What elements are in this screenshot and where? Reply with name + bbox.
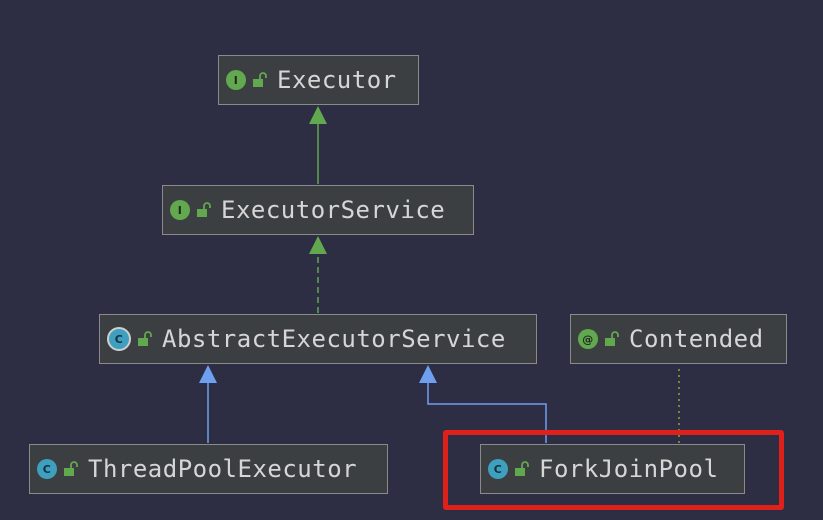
annotation-icon: @ bbox=[578, 329, 598, 349]
open-lock-icon bbox=[605, 331, 619, 346]
node-threadpoolexecutor[interactable]: C ThreadPoolExecutor bbox=[29, 444, 388, 494]
node-executor[interactable]: I Executor bbox=[218, 55, 419, 105]
open-lock-icon bbox=[197, 202, 211, 217]
node-label: ForkJoinPool bbox=[539, 455, 719, 483]
arrowhead-abstract-left bbox=[199, 365, 217, 383]
arrowhead-abstract-right bbox=[419, 365, 437, 383]
node-label: ExecutorService bbox=[221, 196, 446, 224]
interface-icon: I bbox=[226, 70, 246, 90]
node-label: Executor bbox=[277, 66, 397, 94]
node-label: Contended bbox=[629, 325, 764, 353]
arrowhead-executor bbox=[309, 106, 327, 124]
highlight-box bbox=[443, 430, 784, 510]
node-label: ThreadPoolExecutor bbox=[88, 455, 358, 483]
open-lock-icon bbox=[138, 331, 152, 346]
node-forkjoinpool[interactable]: C ForkJoinPool bbox=[480, 444, 745, 494]
node-label: AbstractExecutorService bbox=[162, 325, 506, 353]
abstract-class-icon: C bbox=[107, 327, 131, 351]
class-icon: C bbox=[488, 459, 508, 479]
interface-icon: I bbox=[170, 200, 190, 220]
open-lock-icon bbox=[515, 461, 529, 476]
class-icon: C bbox=[37, 459, 57, 479]
node-executorservice[interactable]: I ExecutorService bbox=[162, 185, 474, 235]
node-contended[interactable]: @ Contended bbox=[570, 314, 787, 364]
open-lock-icon bbox=[64, 461, 78, 476]
open-lock-icon bbox=[253, 72, 267, 87]
edge-fjp-abstract bbox=[427, 383, 547, 443]
arrowhead-executorservice bbox=[309, 236, 327, 254]
node-abstractexecutorservice[interactable]: C AbstractExecutorService bbox=[99, 314, 537, 364]
